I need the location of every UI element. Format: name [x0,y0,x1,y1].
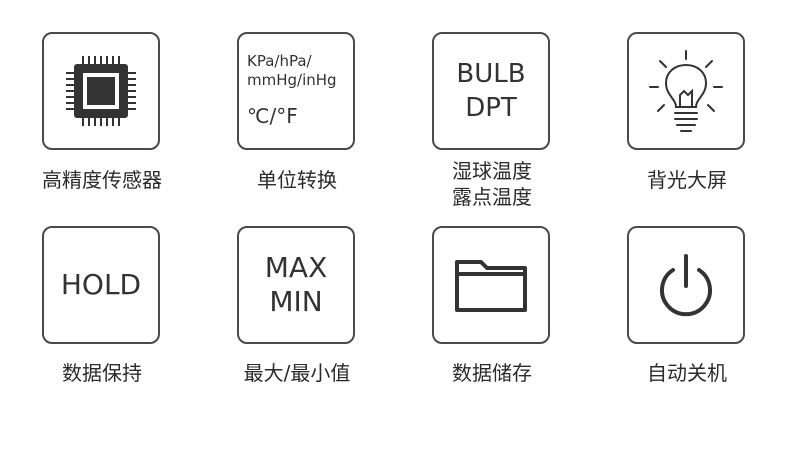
folder-icon [432,226,550,344]
bulb-dpt-icon: BULB DPT [432,32,550,150]
caption-line: 数据保持 [62,361,142,385]
feature-caption: 自动关机 [602,360,772,386]
pressure-units-text: KPa/hPa/ mmHg/inHg [247,52,337,90]
units-icon: KPa/hPa/ mmHg/inHg ℃/°F [237,32,355,150]
feature-caption: 数据储存 [407,360,577,386]
caption-line: 湿球温度 [452,159,532,183]
max-min-icon: MAX MIN [237,226,355,344]
feature-caption: 单位转换 [212,167,382,193]
temperature-units-text: ℃/°F [247,104,298,128]
feature-caption: 数据保持 [17,360,187,386]
feature-caption: 最大/最小值 [212,360,382,386]
feature-caption: 高精度传感器 [17,167,187,193]
caption-line: 最大/最小值 [243,361,351,385]
caption-line: 数据储存 [452,361,532,385]
caption-line: 高精度传感器 [42,168,162,192]
light-bulb-icon [627,32,745,150]
caption-line: 露点温度 [452,185,532,209]
chip-icon [42,32,160,150]
box-text-line: HOLD [60,268,142,301]
caption-line: 自动关机 [647,361,727,385]
caption-line: 背光大屏 [647,168,727,192]
units-line: mmHg/inHg [247,71,337,89]
box-text-line: DPT [465,93,517,123]
feature-caption: 背光大屏 [602,167,772,193]
hold-icon: HOLD [42,226,160,344]
feature-caption: 湿球温度 露点温度 [407,158,577,210]
units-line: KPa/hPa/ [247,52,312,70]
box-text-line: BULB [456,59,526,89]
box-text-line: MAX [264,251,328,284]
caption-line: 单位转换 [257,168,337,192]
power-icon [627,226,745,344]
box-text-line: MIN [269,285,323,318]
